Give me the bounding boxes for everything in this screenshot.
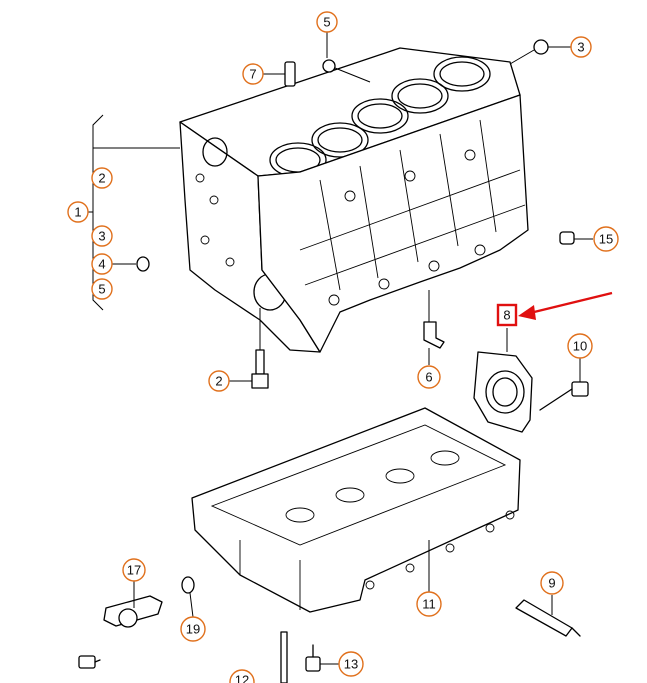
- callout-9[interactable]: 9: [540, 571, 564, 595]
- stud-12: [280, 631, 288, 683]
- svg-text:3: 3: [577, 40, 584, 55]
- svg-text:11: 11: [422, 597, 436, 612]
- dowel-pin: [263, 61, 296, 87]
- callout-4[interactable]: 4: [91, 253, 113, 275]
- callout-15[interactable]: 15: [593, 226, 619, 252]
- svg-text:13: 13: [344, 657, 358, 672]
- callout-2-left[interactable]: 2: [91, 167, 113, 189]
- highlight-arrow: [529, 291, 613, 315]
- callout-1[interactable]: 1: [67, 201, 89, 223]
- svg-text:5: 5: [323, 15, 330, 30]
- callout-19[interactable]: 19: [180, 616, 206, 642]
- callout-13[interactable]: 13: [338, 651, 364, 677]
- plug-part: [136, 256, 150, 272]
- callout-10[interactable]: 10: [567, 333, 593, 359]
- callout-6[interactable]: 6: [417, 365, 441, 389]
- callout-5-left[interactable]: 5: [91, 278, 113, 300]
- svg-text:17: 17: [127, 563, 141, 578]
- seal-ring-19: [181, 576, 195, 618]
- oil-pan-upper: [191, 407, 521, 613]
- callout-3-left[interactable]: 3: [91, 225, 113, 247]
- svg-text:6: 6: [425, 370, 432, 385]
- svg-text:10: 10: [573, 339, 587, 354]
- sealing-plug-top: [322, 32, 371, 83]
- bolt-lower-left: [78, 655, 96, 669]
- callout-7[interactable]: 7: [242, 63, 264, 85]
- svg-text:8: 8: [503, 308, 510, 323]
- callout-12[interactable]: 12: [229, 669, 255, 683]
- highlight-arrowhead: [518, 305, 536, 320]
- bolt-13: [305, 644, 339, 672]
- callout-2-bolt[interactable]: 2: [208, 370, 230, 392]
- svg-text:5: 5: [98, 282, 105, 297]
- callout-8-highlighted[interactable]: 8: [496, 303, 518, 327]
- bolt-2: [229, 308, 269, 389]
- oil-level-sender-17: [103, 581, 163, 628]
- bolt-10: [539, 358, 589, 411]
- callout-11[interactable]: 11: [416, 591, 442, 617]
- svg-text:2: 2: [98, 171, 105, 186]
- svg-text:9: 9: [548, 576, 555, 591]
- cylinder-block: [179, 47, 529, 353]
- svg-text:12: 12: [235, 673, 249, 683]
- svg-text:4: 4: [98, 257, 105, 272]
- svg-text:1: 1: [74, 205, 81, 220]
- callout-5-top[interactable]: 5: [316, 11, 338, 33]
- oil-jet-6: [423, 290, 445, 365]
- callout-17[interactable]: 17: [122, 558, 146, 582]
- sealing-plug-right: [509, 39, 571, 65]
- svg-text:19: 19: [186, 622, 200, 637]
- seal-flange-8: [473, 328, 533, 433]
- svg-text:3: 3: [98, 229, 105, 244]
- svg-text:7: 7: [249, 67, 256, 82]
- sealant-tube-9: [515, 595, 581, 637]
- svg-text:15: 15: [599, 232, 613, 247]
- callout-3-top[interactable]: 3: [570, 36, 592, 58]
- plug-screw-15: [559, 231, 593, 245]
- svg-text:2: 2: [215, 374, 222, 389]
